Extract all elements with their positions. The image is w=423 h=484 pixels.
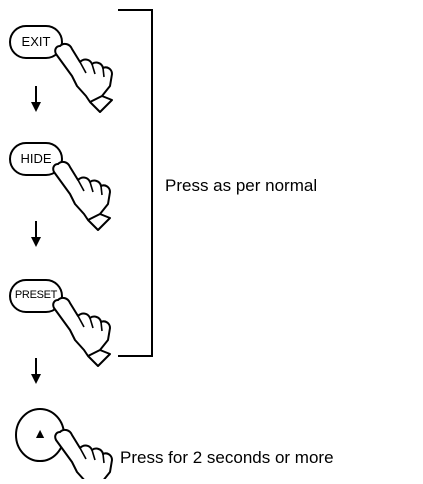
preset-button-label: PRESET <box>14 289 58 301</box>
down-arrow-icon <box>30 220 42 248</box>
exit-step <box>9 25 113 113</box>
exit-button-shape <box>9 25 63 59</box>
up-button-label: ▲ <box>33 425 47 441</box>
preset-step <box>9 279 111 367</box>
hand-pointer-icon <box>52 296 111 367</box>
hand-pointer-icon <box>54 42 113 113</box>
exit-button-label: EXIT <box>21 34 51 49</box>
hide-button-shape <box>9 142 63 176</box>
hand-pointer-icon <box>52 160 111 231</box>
bracket <box>118 9 153 357</box>
down-arrow-icon <box>30 85 42 113</box>
bracket-note: Press as per normal <box>165 176 318 195</box>
preset-button-shape <box>9 279 63 313</box>
up-step <box>15 408 113 484</box>
hold-note: Press for 2 seconds or more <box>120 448 334 467</box>
hide-step <box>9 142 111 231</box>
down-arrow-icon <box>30 357 42 385</box>
hide-button-label: HIDE <box>20 151 52 166</box>
hand-pointer-icon <box>54 428 113 484</box>
